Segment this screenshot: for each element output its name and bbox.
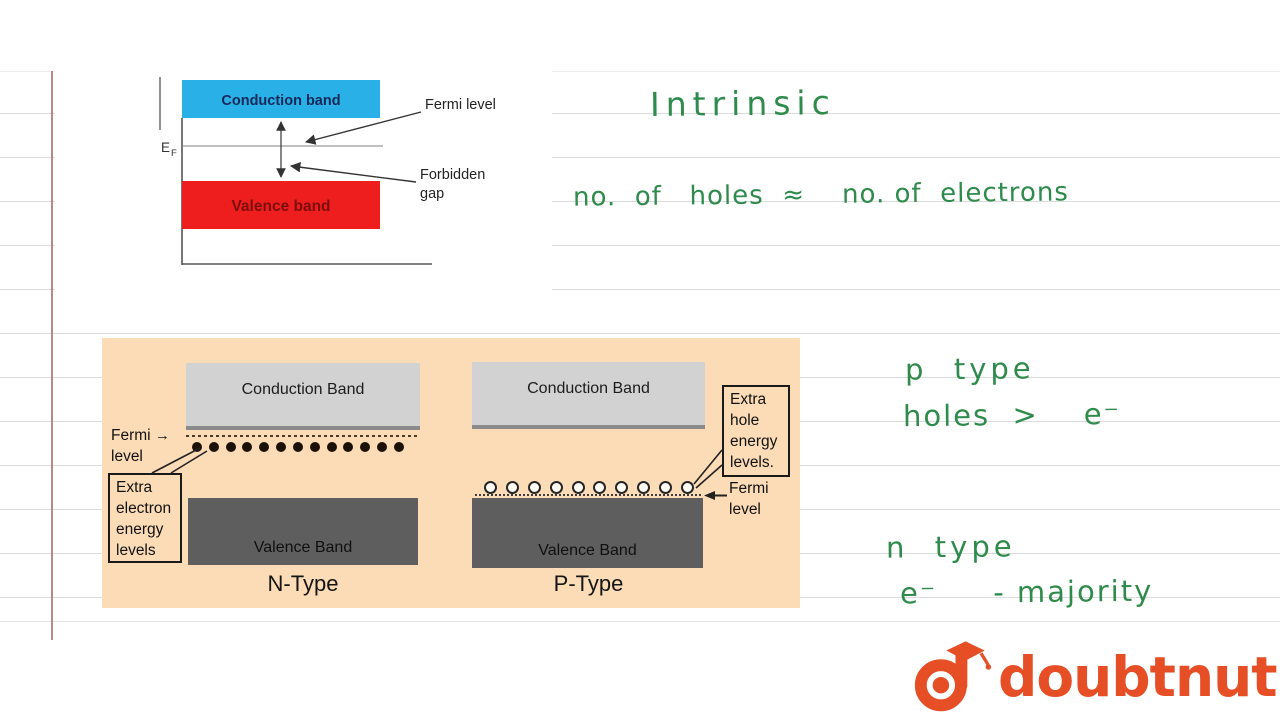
n-type-electron-dots <box>192 442 404 452</box>
cap-tassel-end <box>985 664 992 670</box>
hole-circle <box>593 481 607 494</box>
fermi-label-text: level <box>729 501 761 518</box>
p-type-conduction-band-box: Conduction Band <box>472 362 705 429</box>
p-type-valence-band-label: Valence Band <box>538 542 637 559</box>
hole-circle <box>527 481 541 494</box>
hole-circle <box>571 481 585 494</box>
intrinsic-band-svg: Conduction band E F Valence band Fermi l… <box>159 77 496 265</box>
electron-dot <box>259 442 270 452</box>
n-type-conduction-band-label: Conduction Band <box>241 380 365 398</box>
handwritten-n-type: n type <box>885 529 1016 565</box>
conduction-band-box <box>182 80 380 118</box>
electron-dot <box>276 442 287 452</box>
n-type-fermi-level-label: Fermi → level <box>111 425 170 467</box>
energy-axis-symbol: E <box>161 140 170 155</box>
extra-electron-line: electron <box>116 500 172 517</box>
hole-circle <box>615 481 629 494</box>
extra-hole-line: Extra <box>730 391 767 408</box>
electron-dot <box>360 442 371 452</box>
extra-electron-line: levels <box>116 542 156 559</box>
conduction-band-label: Conduction band <box>221 93 340 109</box>
doubtnut-logo-text: doubtnut <box>998 644 1278 709</box>
p-type-fermi-dotted-line <box>475 494 703 496</box>
handwritten-holes-electrons-relation: no. of holes ≈ no. of electrons <box>572 177 1070 213</box>
electron-dot <box>309 442 320 452</box>
valence-band-box <box>182 181 380 229</box>
extra-hole-pointer-line <box>693 449 723 485</box>
electron-dot <box>343 442 354 452</box>
d-center-dot <box>932 677 950 694</box>
p-type-hole-circles <box>484 481 694 494</box>
electron-dot <box>208 442 219 452</box>
hole-circle <box>549 481 563 494</box>
forbidden-gap-label-line1: Forbidden <box>420 167 485 183</box>
fermi-level-label: Fermi level <box>425 97 496 113</box>
fermi-level-pointer-arrow <box>304 111 422 145</box>
hole-circle <box>505 481 519 494</box>
energy-axis-subscript: F <box>171 148 177 159</box>
forbidden-gap-pointer-arrow <box>289 161 417 183</box>
electron-dot <box>292 442 303 452</box>
hole-circle <box>637 481 651 494</box>
fermi-label-text: Fermi <box>729 480 769 497</box>
fermi-label-text: Fermi <box>111 427 151 444</box>
electron-dot <box>326 442 337 452</box>
handwritten-n-type-majority: e⁻ - majority <box>899 573 1154 611</box>
electron-dot <box>377 442 388 452</box>
electron-dot <box>192 442 202 452</box>
extra-electron-levels-box: Extra electron energy levels <box>108 473 182 563</box>
extra-hole-line: hole <box>730 412 760 429</box>
right-arrow-icon: → <box>154 427 170 444</box>
extra-electron-line: Extra <box>116 479 153 496</box>
extra-hole-line: levels. <box>730 454 774 471</box>
fermi-label-text: level <box>111 448 143 465</box>
n-type-valence-band-box: Valence Band <box>188 498 418 565</box>
extra-electron-line: energy <box>116 521 164 538</box>
electron-dot <box>225 442 236 452</box>
margin-line <box>51 71 53 640</box>
valence-band-label: Valence band <box>231 198 330 215</box>
extra-hole-pointer-line <box>695 464 723 489</box>
n-type-conduction-band-box: Conduction Band <box>186 363 420 430</box>
doubtnut-logo: doubtnut <box>908 641 1278 713</box>
ruled-line <box>0 621 1280 622</box>
n-type-title: N-Type <box>267 571 339 596</box>
cap-tassel <box>979 652 990 666</box>
doubtnut-logo-icon <box>914 641 992 712</box>
intrinsic-band-diagram: Conduction band E F Valence band Fermi l… <box>55 68 552 306</box>
electron-dot <box>242 442 253 452</box>
handwritten-p-type: p type <box>904 351 1035 387</box>
extrinsic-diagram-panel: Conduction Band Fermi → level Extra elec… <box>102 338 800 608</box>
hole-circle <box>484 481 497 494</box>
p-type-conduction-band-label: Conduction Band <box>527 379 650 397</box>
electron-dot <box>393 442 404 452</box>
p-type-title: P-Type <box>553 571 624 596</box>
handwritten-intrinsic-title: Intrinsic <box>649 83 836 124</box>
n-type-fermi-dotted-line <box>186 435 420 437</box>
forbidden-gap-label-line2: gap <box>420 186 444 202</box>
ruled-line <box>0 71 1280 72</box>
extra-electron-pointer-line <box>170 450 208 474</box>
p-type-fermi-level-label: Fermi level <box>729 478 769 520</box>
n-type-valence-band-label: Valence Band <box>253 539 353 556</box>
handwritten-p-type-relation: holes > e⁻ <box>902 396 1122 434</box>
extra-hole-line: energy <box>730 433 778 450</box>
extra-hole-levels-box: Extra hole energy levels. <box>722 385 790 477</box>
p-type-fermi-arrowhead <box>704 491 715 500</box>
hole-circle <box>680 481 694 494</box>
p-type-valence-band-box: Valence Band <box>472 498 703 568</box>
hole-circle <box>659 481 672 494</box>
